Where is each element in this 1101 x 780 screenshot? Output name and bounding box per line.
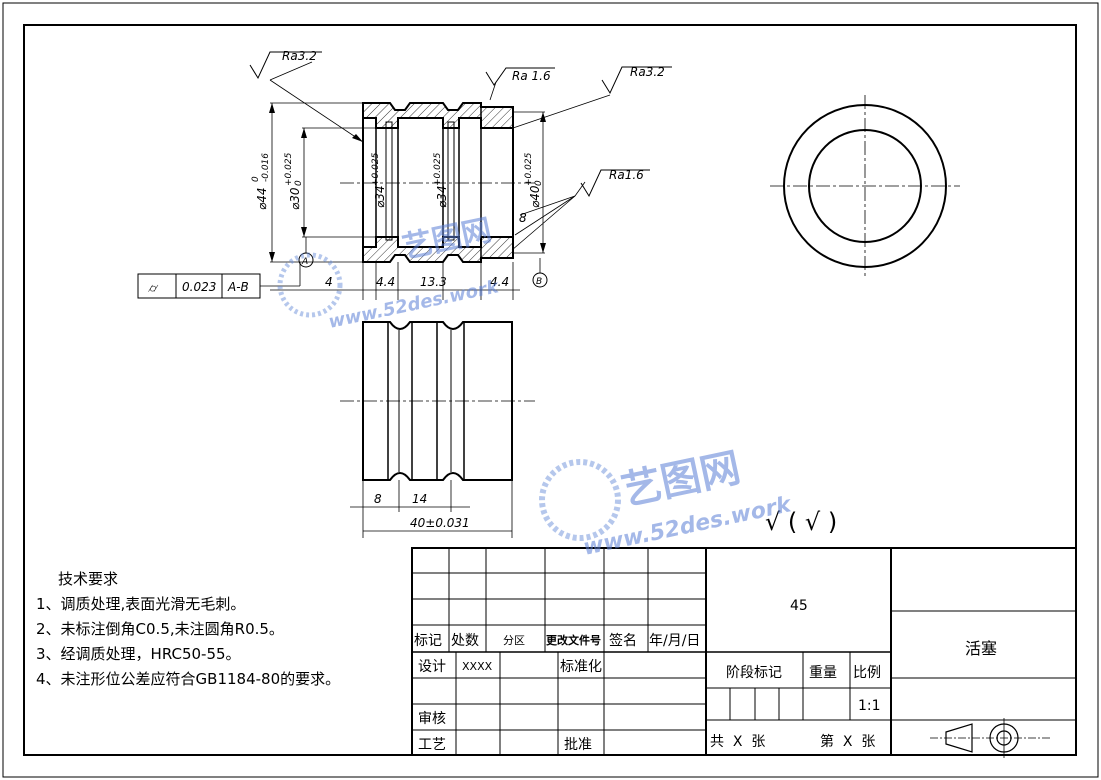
watermark-url-2: www.52des.work [581,492,794,561]
dim-d34b-tol: +0.025 [433,152,443,186]
section-dimensions [269,61,611,300]
dim-d34b: ⌀34 [435,186,449,209]
tb-designer: XXXX [462,660,493,673]
svg-text:A: A [301,257,308,267]
tb-col-zone: 分区 [503,634,525,647]
watermark-brand-2: 艺图网 [618,445,745,515]
tb-scale-label: 比例 [853,665,881,681]
tb-approve: 批准 [564,737,592,753]
tb-design: 设计 [418,659,446,675]
tb-col-count: 处数 [451,633,479,649]
tolerance-value: 0.023 [182,280,216,294]
tb-col-date: 年/月/日 [649,633,700,649]
dim-d30-tol-low: 0 [294,180,304,186]
front-view [340,321,535,538]
datum-b: B [532,258,548,288]
watermark-logo-icon [277,252,621,541]
dim-len-8-small: 8 [519,211,527,225]
requirements-title: 技术要求 [58,570,118,588]
requirement-3: 3、经调质处理，HRC50-55。 [36,645,241,663]
watermark-url-1: www.52des.work [327,276,502,333]
dim-len-13-3: 13.3 [420,275,447,289]
roughness-r2: Ra 1.6 [512,69,551,83]
projection-symbol-icon [930,718,1050,758]
dim-bottom-8: 8 [374,492,382,506]
tb-col-docno: 更改文件号 [546,633,601,647]
dim-bottom-14: 14 [412,492,427,506]
end-view [770,95,960,277]
dim-len-4: 4 [325,275,333,289]
dim-d40-tol-up: +0.025 [524,152,534,186]
dim-d34a: ⌀34 [373,186,387,209]
tb-total-sheets: 共 X 张 [710,734,765,750]
dim-bottom-total: 40±0.031 [410,516,470,530]
dim-d40: ⌀40 [528,185,542,208]
tb-material: 45 [790,598,808,614]
tb-col-sign: 签名 [609,632,637,649]
dim-len-4-4b: 4.4 [490,275,509,289]
tb-weight: 重量 [809,665,837,681]
roughness-r3: Ra3.2 [630,65,665,79]
dim-d30-tol-up: +0.025 [284,152,294,186]
tb-standard: 标准化 [560,659,602,675]
roughness-symbols [249,51,672,198]
title-block [411,547,1077,756]
dim-len-4-4a: 4.4 [376,275,395,289]
requirement-1: 1、调质处理,表面光滑无毛刺。 [36,595,245,613]
roughness-r1: Ra3.2 [282,49,317,63]
roughness-r4: Ra1.6 [609,168,644,182]
dim-d44: ⌀44 [255,188,269,211]
tb-scale: 1:1 [858,698,881,714]
dim-d40-tol-low: 0 [534,180,544,186]
tb-sheet-no: 第 X 张 [820,733,875,750]
tolerance-symbol: ⌭ [148,281,159,295]
requirement-2: 2、未标注倒角C0.5,未注圆角R0.5。 [36,620,284,638]
dim-d44-tol-low: -0.016 [261,153,271,182]
svg-text:B: B [536,277,542,287]
requirement-4: 4、未注形位公差应符合GB1184-80的要求。 [36,670,340,688]
tolerance-datum: A-B [227,280,249,294]
dim-d34a-tol: +0.025 [371,152,381,186]
section-view [340,102,535,263]
tb-part-name: 活塞 [965,639,997,658]
tb-col-mark: 标记 [414,633,442,649]
surface-note: √ ( √ ) [765,508,837,536]
tb-process: 工艺 [418,737,446,753]
tb-stage: 阶段标记 [726,665,782,681]
tb-review: 审核 [418,711,446,727]
technical-requirements: 技术要求 1、调质处理,表面光滑无毛刺。 2、未标注倒角C0.5,未注圆角R0.… [36,570,340,688]
dim-d30: ⌀30 [288,187,302,210]
datum-a: A [298,237,314,268]
tolerance-frame: ⌭ 0.023 A-B [137,262,301,299]
dim-d44-tol-up: 0 [251,176,261,182]
